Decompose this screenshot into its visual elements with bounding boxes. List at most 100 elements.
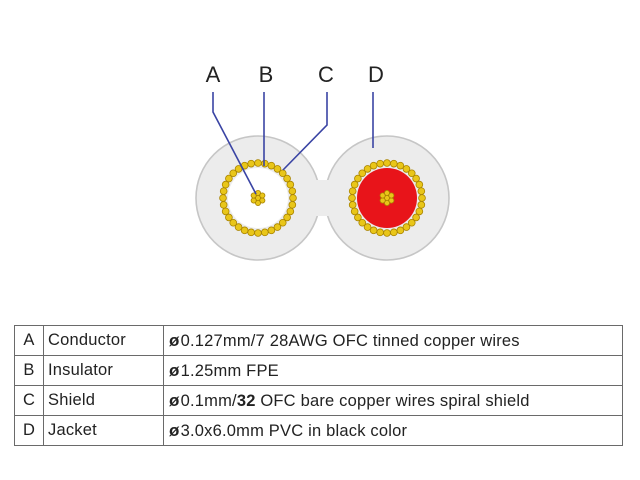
- shield-strand: [247, 228, 255, 237]
- table-row: D Jacket ø3.0x6.0mm PVC in black color: [14, 415, 623, 446]
- table-row: A Conductor ø0.127mm/7 28AWG OFC tinned …: [14, 325, 623, 356]
- shield-strand: [358, 218, 367, 227]
- conductor-strand: [379, 192, 386, 199]
- spec-table: A Conductor ø0.127mm/7 28AWG OFC tinned …: [14, 325, 623, 446]
- shield-strand: [363, 165, 372, 173]
- shield-strand: [390, 159, 398, 168]
- cable-cross-section-diagram: A B C D: [195, 62, 450, 261]
- row-name: Conductor: [43, 325, 164, 356]
- value-number: 32: [236, 391, 256, 410]
- shield-strand: [225, 174, 233, 183]
- row-key: C: [14, 385, 44, 416]
- shield-strand: [221, 180, 230, 189]
- leader-lines: [212, 92, 374, 195]
- shield-strand: [261, 228, 269, 237]
- shield-strand: [396, 226, 405, 235]
- shield-strand: [225, 213, 233, 222]
- leader-line-a: [212, 92, 257, 195]
- shield-strand: [240, 226, 249, 235]
- value-text: 1.25mm FPE: [180, 361, 279, 380]
- shield-strand: [363, 223, 372, 231]
- shield-strand: [415, 180, 424, 189]
- row-key: B: [14, 355, 44, 386]
- shield-strand: [267, 226, 276, 235]
- shield-strand: [247, 159, 255, 168]
- shield-strand: [348, 187, 357, 195]
- callout-label-a: A: [206, 62, 221, 87]
- shield-strand: [283, 174, 291, 183]
- conductor-strand: [250, 192, 257, 199]
- shield-strand: [254, 229, 262, 237]
- shield-strand: [418, 194, 426, 202]
- conductor-strand: [379, 197, 386, 204]
- jacket-bridge: [300, 180, 345, 216]
- shield-strand: [229, 218, 238, 227]
- shield-strand: [219, 201, 228, 209]
- shield-strand: [348, 194, 356, 202]
- shield-strand: [383, 159, 391, 167]
- row-key: D: [14, 415, 44, 446]
- row-value: ø0.127mm/7 28AWG OFC tinned copper wires: [163, 325, 623, 356]
- shield-strand: [278, 169, 287, 178]
- diameter-symbol: ø: [169, 390, 180, 410]
- table-row: B Insulator ø1.25mm FPE: [14, 355, 623, 386]
- shield-strand: [286, 207, 295, 216]
- conductor-strand: [250, 197, 257, 204]
- conductor-strand: [383, 189, 390, 196]
- callout-labels: A B C D: [206, 62, 384, 87]
- shield-strand: [219, 187, 228, 195]
- diameter-symbol: ø: [169, 360, 180, 380]
- shield-strand: [354, 174, 362, 183]
- row-name: Jacket: [43, 415, 164, 446]
- shield-strand: [407, 169, 416, 178]
- shield-strand: [354, 213, 362, 222]
- shield-strand: [417, 187, 426, 195]
- row-value: ø3.0x6.0mm PVC in black color: [163, 415, 623, 446]
- shield-strand: [286, 180, 295, 189]
- value-text: 0.127mm/7 28AWG OFC tinned copper wires: [180, 331, 520, 350]
- table-row: C Shield ø0.1mm/32 OFC bare copper wires…: [14, 385, 623, 416]
- row-value: ø1.25mm FPE: [163, 355, 623, 386]
- conductor-strand: [254, 199, 261, 206]
- shield-strand: [376, 159, 384, 168]
- shield-strand: [412, 174, 420, 183]
- shield-strand: [383, 229, 391, 237]
- conductor-strand: [383, 199, 390, 206]
- shield-ring-right: [348, 159, 426, 237]
- right-core: [348, 159, 426, 237]
- shield-strand: [273, 223, 282, 231]
- shield-strand: [412, 213, 420, 222]
- conductor-strand: [259, 192, 266, 199]
- shield-strand: [278, 218, 287, 227]
- value-text: 3.0x6.0mm PVC in black color: [180, 421, 408, 440]
- left-core: [219, 159, 297, 237]
- shield-strand: [402, 165, 411, 173]
- conductor-left: [250, 189, 266, 206]
- shield-strand: [376, 228, 384, 237]
- shield-strand: [234, 223, 243, 231]
- shield-strand: [289, 194, 297, 202]
- shield-strand: [350, 180, 359, 189]
- shield-strand: [283, 213, 291, 222]
- value-text-tail: OFC bare copper wires spiral shield: [255, 391, 530, 410]
- shield-strand: [273, 165, 282, 173]
- shield-strand: [229, 169, 238, 178]
- shield-strand: [369, 226, 378, 235]
- callout-label-d: D: [368, 62, 384, 87]
- value-text: 0.1mm/: [180, 391, 237, 410]
- shield-strand: [221, 207, 230, 216]
- shield-strand: [288, 187, 297, 195]
- shield-strand: [350, 207, 359, 216]
- shield-strand: [261, 159, 269, 168]
- row-key: A: [14, 325, 44, 356]
- shield-strand: [390, 228, 398, 237]
- shield-ring-left: [219, 159, 297, 237]
- shield-strand: [369, 161, 378, 170]
- shield-strand: [288, 201, 297, 209]
- shield-strand: [415, 207, 424, 216]
- shield-strand: [417, 201, 426, 209]
- row-name: Insulator: [43, 355, 164, 386]
- callout-label-b: B: [259, 62, 274, 87]
- row-value: ø0.1mm/32 OFC bare copper wires spiral s…: [163, 385, 623, 416]
- leader-line-c: [282, 92, 328, 171]
